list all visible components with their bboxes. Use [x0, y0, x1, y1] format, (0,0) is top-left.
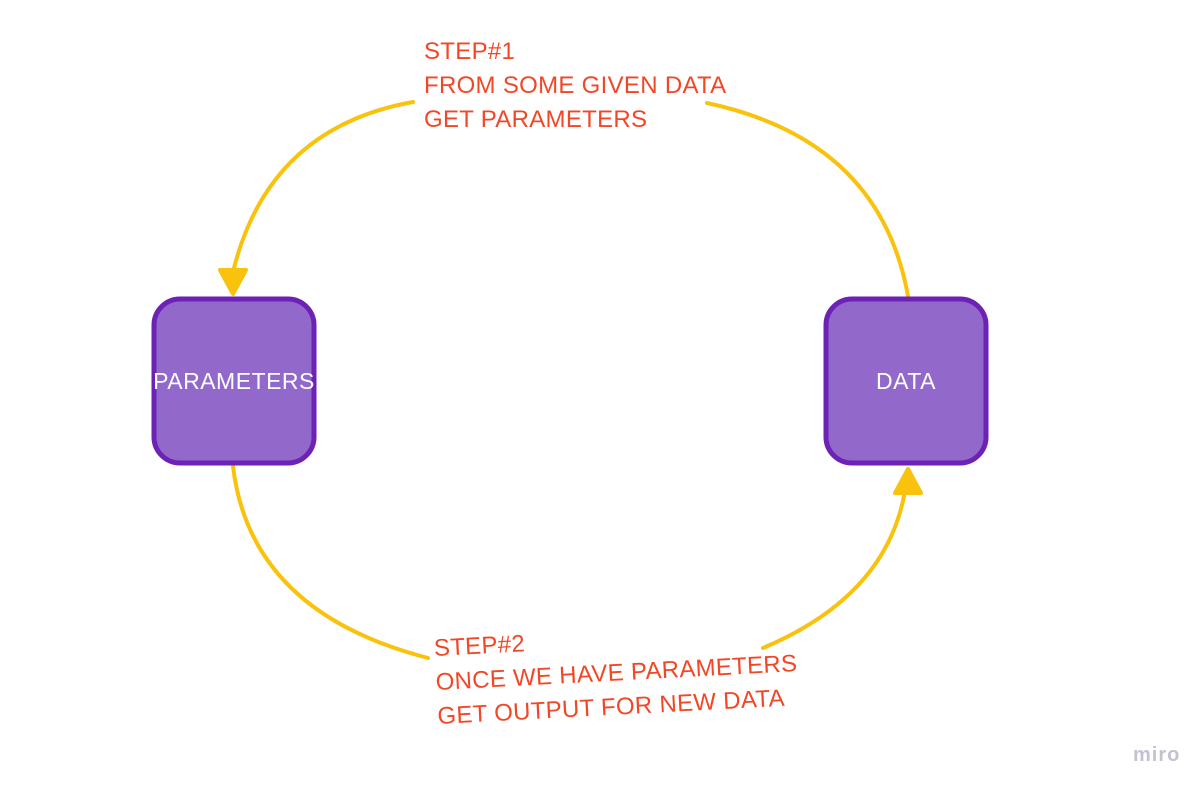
node-parameters-shape	[151, 296, 317, 466]
annotation-step1[interactable]: STEP#1 FROM SOME GIVEN DATA GET PARAMETE…	[424, 38, 726, 133]
arrowhead-up-icon	[893, 467, 923, 495]
node-data-shape	[823, 296, 989, 466]
connector-data-to-parameters[interactable]	[218, 100, 910, 298]
node-parameters[interactable]: PARAMETERS	[151, 296, 317, 466]
node-data-label: DATA	[876, 368, 936, 394]
connector-curve-top-right	[705, 101, 910, 298]
node-parameters-label: PARAMETERS	[153, 368, 315, 394]
connector-curve-bottom-right	[761, 494, 906, 650]
step1-line-3: GET PARAMETERS	[424, 106, 647, 133]
miro-logo: miro	[1133, 744, 1180, 766]
step1-line-2: FROM SOME GIVEN DATA	[424, 72, 726, 99]
connector-curve-top-left	[231, 100, 415, 274]
connector-parameters-to-data[interactable]	[231, 464, 923, 660]
step2-line-1: STEP#2	[433, 630, 525, 662]
arrowhead-down-icon	[218, 268, 248, 296]
annotation-step2[interactable]: STEP#2 ONCE WE HAVE PARAMETERS GET OUTPU…	[433, 616, 800, 730]
connector-curve-bottom-left	[231, 464, 430, 660]
step1-line-1: STEP#1	[424, 38, 515, 65]
node-data[interactable]: DATA	[823, 296, 989, 466]
